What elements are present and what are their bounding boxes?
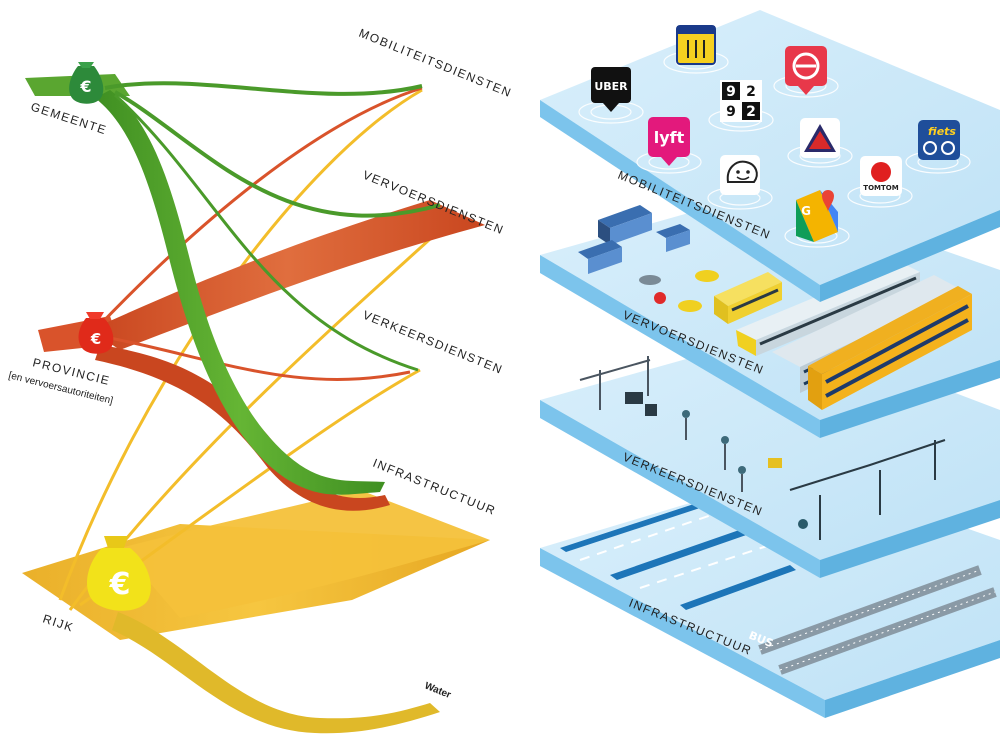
flow-rijk-infrastructuur: [120, 490, 490, 618]
car-icon: [678, 300, 702, 312]
flow-rijk-water: [112, 612, 440, 734]
tomtom-app-icon: TOMTOM: [860, 156, 902, 196]
layer-mobiliteitsdiensten: UBER lyft 9 2 9 2: [540, 10, 1000, 302]
label-dest-mobiliteit: MOBILITEITSDIENSTEN: [357, 26, 514, 100]
money-bag-icon-provincie: €: [78, 312, 114, 354]
train-icon-yellow: [808, 286, 972, 410]
fiets-app-icon: fiets: [918, 120, 960, 160]
bike-share-app-icon: [785, 46, 827, 95]
label-dest-water: Water: [423, 681, 453, 702]
svg-text:2: 2: [746, 84, 756, 100]
truck-icon: [598, 205, 652, 245]
label-gemeente: GEMEENTE: [29, 100, 109, 138]
label-rijk: RIJK: [41, 612, 76, 635]
svg-text:fiets: fiets: [928, 125, 956, 138]
svg-text:lyft: lyft: [654, 128, 685, 147]
svg-text:TOMTOM: TOMTOM: [863, 184, 898, 192]
truck-icon: [656, 224, 690, 252]
lyft-app-icon: lyft: [648, 117, 690, 166]
flow-gemeente-mobiliteit: [104, 81, 423, 96]
railway-track: [758, 565, 997, 675]
google-maps-app-icon: G: [796, 190, 838, 242]
uber-app-icon: UBER: [591, 67, 631, 112]
euro-symbol: €: [79, 77, 91, 96]
svg-text:G: G: [801, 204, 811, 218]
euro-symbol: €: [109, 567, 131, 602]
svg-text:2: 2: [746, 104, 756, 120]
car-icon: [695, 270, 719, 282]
bus-icon: [714, 272, 782, 324]
money-bag-icon-rijk: €: [87, 536, 151, 611]
car-icon: [639, 275, 661, 285]
waze-app-icon: [720, 155, 760, 195]
flitsmeister-app-icon: [800, 118, 840, 158]
svg-text:9: 9: [726, 104, 736, 120]
svg-text:UBER: UBER: [594, 80, 628, 93]
flow-gemeente-vervoer: [114, 90, 441, 218]
flow-gemeente-infrastructuur: [95, 90, 385, 495]
svg-text:9: 9: [726, 84, 736, 100]
truck-icon: [578, 240, 622, 274]
train-icon-white: [736, 262, 920, 356]
label-dest-verkeer: VERKEERSDIENSTEN: [361, 308, 505, 377]
flow-provincie-mobiliteit: [93, 86, 423, 332]
sankey-flows: [22, 74, 490, 734]
flow-provincie-verkeer: [109, 336, 411, 382]
money-bag-icon-gemeente: €: [69, 62, 104, 104]
scooter-icon: [654, 292, 666, 304]
flow-gemeente-verkeer: [113, 93, 419, 372]
ns-ticket-app-icon: [676, 25, 716, 65]
9292-app-icon: 9 2 9 2: [720, 80, 762, 122]
euro-symbol: €: [90, 330, 101, 348]
